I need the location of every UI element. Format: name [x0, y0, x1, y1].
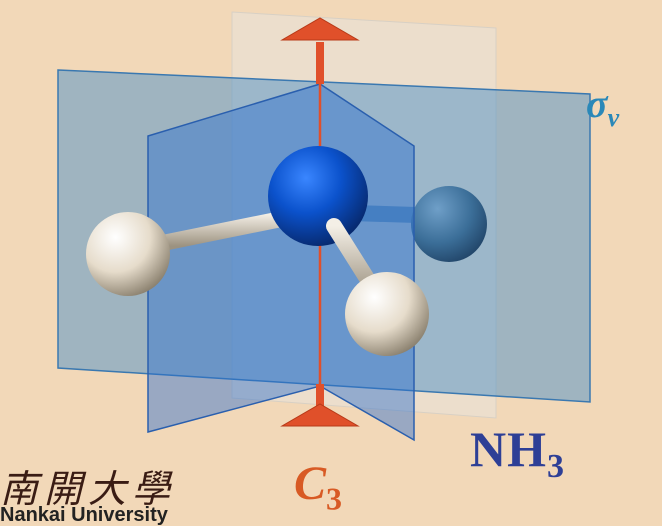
c3-arrow-top [280, 17, 360, 84]
axis-subscript: 3 [326, 480, 343, 517]
sigma-subscript: v [607, 103, 620, 132]
c3-arrow-bottom [280, 384, 360, 427]
sigma-v-label: σv [586, 80, 619, 133]
c3-axis-label: C3 [294, 456, 342, 518]
axis-symbol: C [294, 457, 327, 510]
sigma-symbol: σ [586, 81, 608, 126]
nitrogen-atom [268, 146, 368, 246]
university-logo-chinese: 南開大學 [0, 467, 177, 511]
hydrogen-atom-front [345, 272, 429, 356]
molecule-base: NH [470, 421, 547, 477]
hydrogen-atom-right [411, 186, 487, 262]
molecule-formula-label: NH3 [470, 420, 565, 486]
university-logo-english: Nankai University [0, 504, 168, 526]
molecule-subscript: 3 [547, 448, 565, 485]
hydrogen-atom-left [86, 212, 170, 296]
sigma-v-plane-front [147, 83, 415, 442]
